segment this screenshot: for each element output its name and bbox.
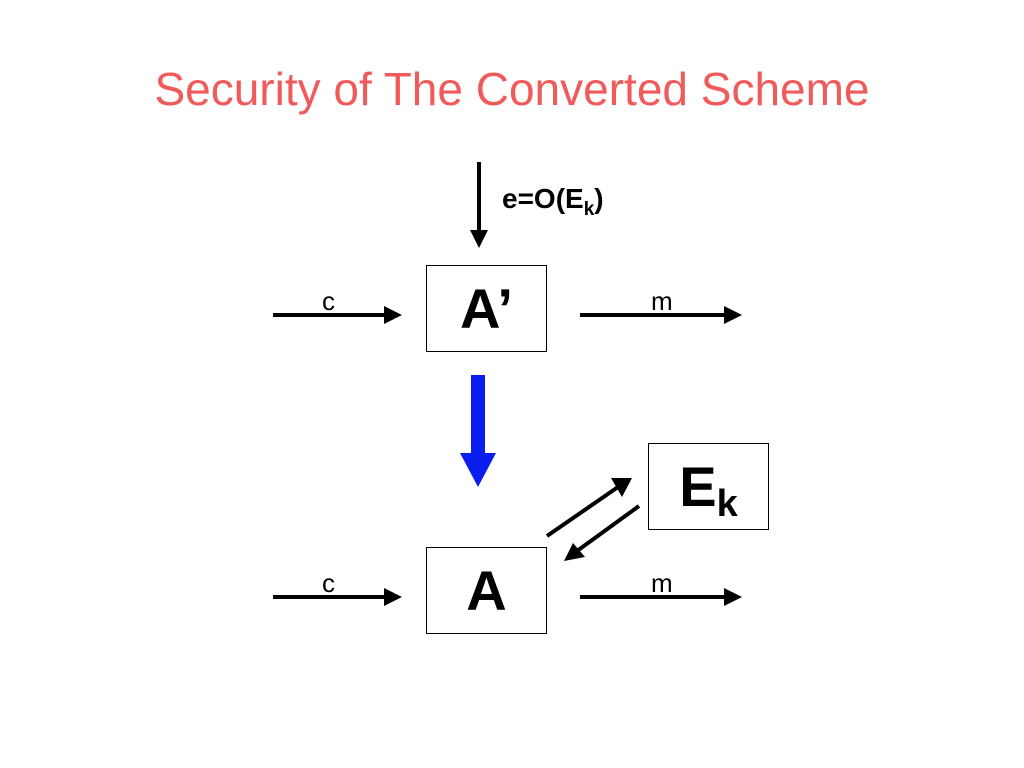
adversary-a-box: A [426, 547, 547, 634]
oracle-label-subscript: k [583, 199, 595, 220]
ek-label-main: E [679, 455, 717, 518]
reduction-arrow [460, 375, 496, 487]
adversary-a-prime-box: A’ [426, 265, 547, 352]
oracle-label: e=O(Ek) [502, 183, 604, 220]
bottom-output-label: m [651, 568, 673, 598]
oracle-arrow [470, 162, 488, 248]
response-arrow-to-a [564, 504, 641, 561]
top-input-arrow [273, 306, 402, 324]
bottom-input-arrow [273, 588, 402, 606]
ek-label-subscript: k [716, 483, 738, 525]
top-input-label: c [322, 286, 335, 316]
bottom-input-label: c [322, 568, 335, 598]
oracle-label-prefix: e=O(E [502, 183, 584, 214]
query-arrow-to-ek [545, 478, 632, 538]
bottom-output-arrow [580, 588, 742, 606]
adversary-a-label: A [466, 559, 507, 622]
slide-title: Security of The Converted Scheme [154, 63, 870, 115]
adversary-a-prime-label: A’ [460, 277, 513, 340]
top-output-label: m [651, 286, 673, 316]
oracle-label-suffix: ) [594, 183, 604, 214]
top-output-arrow [580, 306, 742, 324]
